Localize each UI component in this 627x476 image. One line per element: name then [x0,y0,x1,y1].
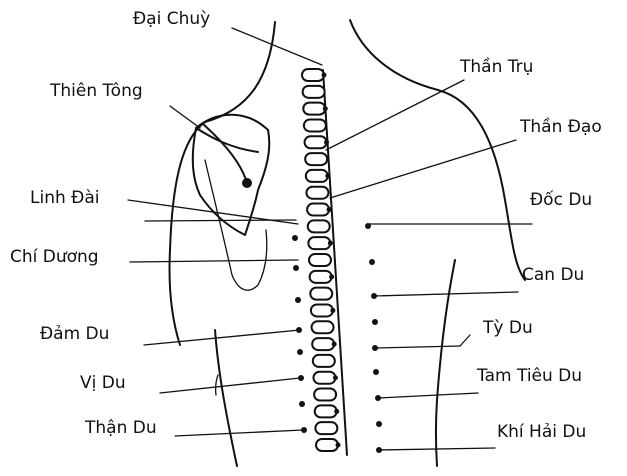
vertebra [311,304,333,316]
vertebra [313,355,335,367]
leader-thien-tong [170,106,200,128]
vertebra [309,254,331,266]
leader-than-dao [330,140,516,198]
label-tam-tieu-du: Tam Tiêu Du [476,366,582,386]
spinous-process [330,308,335,313]
leader-vi-du [160,378,300,393]
leader-than-du [175,430,303,436]
scapula-inner-outline [205,160,267,290]
vertebra [315,422,337,434]
acupoint-dot [292,235,298,241]
spinous-process [336,443,341,448]
acupoint-dot [376,421,382,427]
spinous-process [327,207,332,212]
acupoint-dot [373,369,379,375]
body-outline [169,20,525,466]
spinous-process [332,342,337,347]
vertebra [305,153,327,165]
vertebra [306,170,328,182]
acupoint-dot [293,265,299,271]
vertebra [310,271,332,283]
right-waist-outline [436,260,455,466]
leader-can-du [374,292,518,296]
label-dam-du: Đảm Du [40,324,109,344]
vertebra [305,136,327,148]
vertebra [312,338,334,350]
scapula-ridge [203,124,246,180]
spinous-process [329,274,334,279]
vertebra [306,187,328,199]
leader-tam-tieu-du [378,393,478,398]
vertebra [312,321,334,333]
spinous-process [328,241,333,246]
vertebra [302,69,324,81]
leader-ty-du [375,346,460,348]
left-neck-shoulder-outline [169,22,275,345]
leader-dai-chuy [232,28,322,65]
vertebra [310,288,332,300]
leader-ty-du-bend [460,335,470,346]
acupoint-dots [292,223,382,453]
spinous-process [334,409,339,414]
vertebra [316,439,338,451]
spinous-process [323,106,328,111]
vertebra [303,86,325,98]
vertebra [308,220,330,232]
left-waist-crease [216,375,218,395]
label-thien-tong: Thiên Tông [49,81,143,101]
acupoint-dot [297,349,303,355]
label-dai-chuy: Đại Chuỳ [133,9,210,29]
label-khi-hai-du: Khí Hải Du [497,422,586,442]
acupoint-dot [299,401,305,407]
label-than-dao: Thần Đạo [519,116,602,137]
label-can-du: Can Du [522,265,584,285]
vertebra [314,389,336,401]
acupoint-dot [372,319,378,325]
left-waist-outline [215,330,237,466]
label-doc-du: Đốc Du [530,189,592,210]
leader-than-tru [326,80,464,150]
label-than-du: Thận Du [84,418,157,438]
spinous-process [325,173,330,178]
scapula [193,115,269,290]
label-chi-duong: Chí Dương [10,247,99,267]
label-ty-du: Tỳ Du [482,318,533,338]
acupoint-dot [369,259,375,265]
leader-lines [128,28,532,450]
vertebra [315,405,337,417]
spinous-process [322,73,327,78]
label-vi-du: Vị Du [80,373,126,393]
leader-chi-duong [130,260,298,262]
spinous-process [324,140,329,145]
leader-dam-du [144,330,300,345]
label-linh-dai: Linh Đài [30,188,99,208]
vertebra [307,204,329,216]
spine [302,69,347,455]
vertebra [303,103,325,115]
vertebra [304,119,326,131]
vertebra [308,237,330,249]
vertebra [313,372,335,384]
acupoint-dot [295,297,301,303]
spinous-process [333,375,338,380]
thien-tong-point [242,178,252,188]
label-than-tru: Thần Trụ [459,56,533,77]
